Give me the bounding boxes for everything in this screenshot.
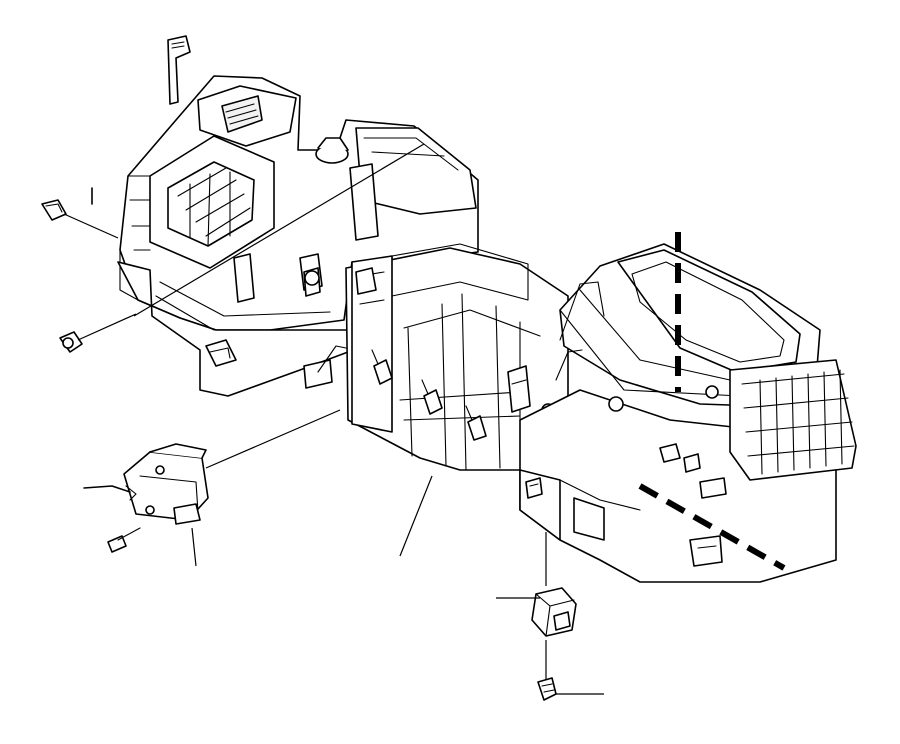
clip-part — [41, 187, 119, 239]
break-line-diagonal — [638, 483, 786, 571]
leader-line-duct — [399, 475, 433, 557]
leader-line-top — [133, 143, 425, 317]
blower-motor-housing — [519, 243, 857, 583]
screw-part — [537, 640, 604, 701]
actuator-motor — [83, 409, 341, 567]
hvac-case-left-housing — [117, 35, 479, 397]
resistor-part — [496, 532, 577, 637]
grommet-part — [59, 313, 137, 353]
